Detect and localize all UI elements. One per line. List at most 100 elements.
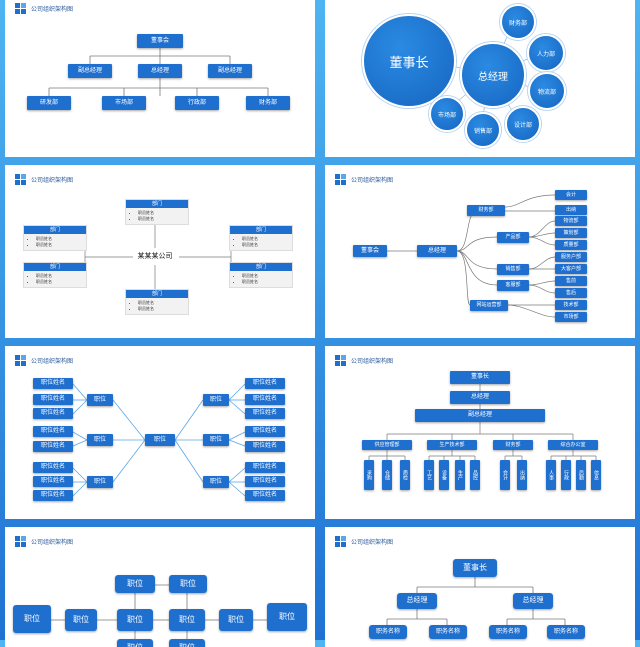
dept-card[interactable]: 部门 职员姓名职员姓名 [229,262,293,288]
dept-card[interactable]: 部门 职员姓名职员姓名 [23,262,87,288]
position-box[interactable]: 职位 [203,434,229,446]
position-name-box[interactable]: 职位姓名 [245,426,285,437]
position-name-box[interactable]: 职位姓名 [245,462,285,473]
sub-dept-box[interactable]: 信息 [591,460,601,490]
position-box[interactable]: 职位 [169,609,205,631]
chairman-box[interactable]: 董事长 [450,371,510,384]
dept-box[interactable]: 供应管理部 [362,440,412,450]
sub-dept-box[interactable]: 后勤 [576,460,586,490]
chairman-circle[interactable]: 董事长 [362,14,456,108]
board-box[interactable]: 董事会 [353,245,387,257]
dept-box[interactable]: 市场部 [102,96,146,110]
sub-dept-box[interactable]: 出纳 [517,460,527,490]
branch-box[interactable]: 财务部 [467,205,505,216]
duty-box[interactable]: 职务名称 [547,625,585,639]
position-box[interactable]: 职位 [65,609,97,631]
dept-circle[interactable]: 市场部 [429,96,465,132]
dept-card[interactable]: 部门 职员姓名职员姓名 [125,289,189,315]
dept-circle[interactable]: 设计部 [505,106,541,142]
position-name-box[interactable]: 职位姓名 [245,476,285,487]
slide-management-tree[interactable]: 公司组织架构图 董事长 总经理 总经理 职务名称 职务名称 职务名称 职务名称 [325,527,635,647]
dept-circle[interactable]: 物流部 [528,72,566,110]
position-name-box[interactable]: 职位姓名 [245,490,285,501]
sub-dept-box[interactable]: 仓储 [382,460,392,490]
leaf-box[interactable]: 服务户部 [555,252,587,262]
chairman-box[interactable]: 董事长 [453,559,497,577]
branch-box[interactable]: 产品部 [497,232,529,243]
slide-position-grid[interactable]: 公司组织架构图 职位 职位 职位 职位 职位 职位 职位 职位 职位 职位 [5,527,315,647]
branch-box[interactable]: 客服部 [497,280,529,291]
slide-company-hub[interactable]: 公司组织架构图 部门 职员姓名职员姓名 部门 职员姓名职员姓名 部门 职员姓名职… [5,165,315,338]
duty-box[interactable]: 职务名称 [429,625,467,639]
position-name-box[interactable]: 职位姓名 [245,378,285,389]
position-box[interactable]: 职位 [115,575,155,593]
position-name-box[interactable]: 职位姓名 [33,441,73,452]
sub-dept-box[interactable]: 行政 [561,460,571,490]
sub-dept-box[interactable]: 设备 [439,460,449,490]
branch-box[interactable]: 网站运营部 [470,300,508,311]
dept-circle[interactable]: 财务部 [500,4,536,40]
leaf-box[interactable]: 策划部 [555,228,587,238]
gm-box[interactable]: 总经理 [397,593,437,609]
position-box[interactable]: 职位 [203,394,229,406]
leaf-box[interactable]: 技术部 [555,300,587,310]
leaf-box[interactable]: 售后 [555,288,587,298]
dept-box[interactable]: 研发部 [27,96,71,110]
gm-circle[interactable]: 总经理 [460,42,526,108]
position-name-box[interactable]: 职位姓名 [33,490,73,501]
sub-dept-box[interactable]: 人事 [546,460,556,490]
position-box[interactable]: 职位 [117,639,153,647]
position-box[interactable]: 职位 [87,394,113,406]
position-box[interactable]: 职位 [87,476,113,488]
sub-dept-box[interactable]: 品控 [470,460,480,490]
dept-card[interactable]: 部门 职员姓名职员姓名 [125,199,189,225]
leaf-box[interactable]: 大客户部 [555,264,587,274]
center-position-box[interactable]: 职位 [145,434,175,446]
gm-box[interactable]: 总经理 [417,245,457,257]
dept-box[interactable]: 综合办公室 [548,440,598,450]
sub-dept-box[interactable]: 采购 [364,460,374,490]
position-box[interactable]: 职位 [117,609,153,631]
dept-card[interactable]: 部门 职员姓名职员姓名 [229,225,293,251]
position-box[interactable]: 职位 [169,639,205,647]
leaf-box[interactable]: 质量部 [555,240,587,250]
slide-tree-chart[interactable]: 公司组织架构图 董事会 总经理 财务部 产品部 销售部 客服部 网站运营部 会计… [325,165,635,338]
position-name-box[interactable]: 职位姓名 [33,408,73,419]
gm-box[interactable]: 总经理 [513,593,553,609]
leaf-box[interactable]: 会计 [555,190,587,200]
dept-box[interactable]: 行政部 [175,96,219,110]
branch-box[interactable]: 销售部 [497,264,529,275]
leaf-box[interactable]: 售前 [555,276,587,286]
dept-box[interactable]: 财务部 [493,440,533,450]
position-name-box[interactable]: 职位姓名 [33,394,73,405]
position-name-box[interactable]: 职位姓名 [33,462,73,473]
position-box[interactable]: 职位 [267,603,307,631]
leaf-box[interactable]: 市场部 [555,312,587,322]
duty-box[interactable]: 职务名称 [489,625,527,639]
position-box[interactable]: 职位 [13,605,51,633]
slide-org-chart-1[interactable]: 公司组织架构图 董事会 副总经理 总经理 副总经理 研发部 市场部 行政部 财务… [5,0,315,157]
dept-box[interactable]: 生产技术部 [427,440,477,450]
position-name-box[interactable]: 职位姓名 [245,408,285,419]
position-name-box[interactable]: 职位姓名 [33,476,73,487]
position-box[interactable]: 职位 [219,609,253,631]
sub-dept-box[interactable]: 会计 [500,460,510,490]
position-box[interactable]: 职位 [87,434,113,446]
board-box[interactable]: 董事会 [137,34,183,48]
vice-gm-box[interactable]: 副总经理 [415,409,545,422]
dept-card[interactable]: 部门 职员姓名职员姓名 [23,225,87,251]
sub-dept-box[interactable]: 生产 [455,460,465,490]
vice-gm-box[interactable]: 副总经理 [68,64,112,78]
sub-dept-box[interactable]: 质检 [400,460,410,490]
position-name-box[interactable]: 职位姓名 [33,426,73,437]
dept-circle[interactable]: 人力部 [527,34,565,72]
dept-box[interactable]: 财务部 [246,96,290,110]
duty-box[interactable]: 职务名称 [369,625,407,639]
gm-box[interactable]: 总经理 [450,391,510,404]
slide-dept-tree[interactable]: 公司组织架构图 董事长 总经理 副总经理 供应管理部 生产技术部 财务部 综合办… [325,346,635,519]
leaf-box[interactable]: 物流部 [555,216,587,226]
position-box[interactable]: 职位 [169,575,207,593]
position-box[interactable]: 职位 [203,476,229,488]
leaf-box[interactable]: 出纳 [555,205,587,215]
dept-circle[interactable]: 销售部 [465,112,501,148]
